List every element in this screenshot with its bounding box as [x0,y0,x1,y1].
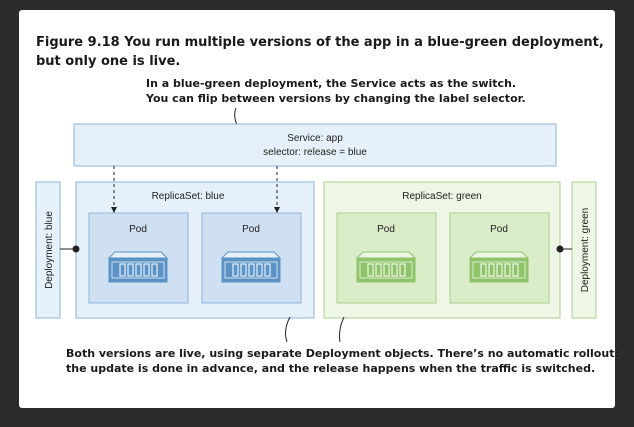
container-blue-2-icon [221,251,281,283]
deployment-green-box [571,181,597,319]
annotation-bottom-pointer-green [339,316,345,343]
deployment-blue-box [35,181,61,319]
service-label: Service: app [287,133,343,144]
annotation-bottom-pointer-blue [285,316,291,343]
annotation-bottom-line-2: the update is done in advance, and the r… [66,362,596,375]
pod-blue-1-label: Pod [129,224,147,235]
annotation-top-line-2: You can flip between versions by changin… [146,92,526,105]
service-box [73,123,557,167]
deployment-green-label: Deployment: green [580,208,591,293]
pod-green-2: Pod [449,212,550,304]
pod-blue-2-label: Pod [242,224,260,235]
annotation-top-line-1: In a blue-green deployment, the Service … [146,77,517,90]
replicaset-green-label: ReplicaSet: green [402,191,482,202]
pod-green-1: Pod [336,212,437,304]
container-green-1-icon [356,251,416,283]
pod-green-1-label: Pod [377,224,395,235]
pod-blue-1: Pod [88,212,189,304]
deployment-green-connector-dot [556,245,564,253]
deployment-blue-connector-dot [72,245,80,253]
figure-caption: Figure 9.18 You run multiple versions of… [36,35,604,69]
pod-blue-2: Pod [201,212,302,304]
container-green-2-icon [469,251,529,283]
container-blue-1-icon [108,251,168,283]
service-selector-label: selector: release = blue [263,147,367,158]
pod-green-2-label: Pod [490,224,508,235]
annotation-bottom-line-1: Both versions are live, using separate D… [66,347,619,360]
replicaset-blue-label: ReplicaSet: blue [152,191,225,202]
deployment-blue-label: Deployment: blue [44,211,55,289]
